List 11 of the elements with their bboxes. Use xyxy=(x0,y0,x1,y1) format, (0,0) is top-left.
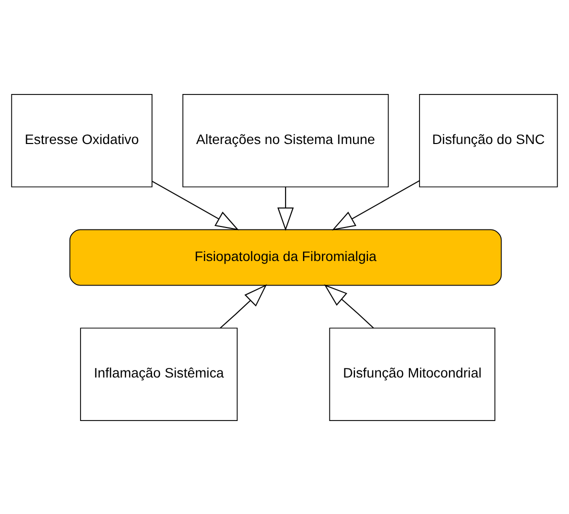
arrow xyxy=(332,180,420,230)
node-box: Alterações no Sistema Imune xyxy=(182,94,389,187)
node-box: Fisiopatologia da Fibromialgia xyxy=(69,228,502,286)
node-box: Disfunção Mitocondrial xyxy=(329,327,496,420)
node-box: Inflamação Sistêmica xyxy=(80,327,238,420)
arrow xyxy=(324,284,374,328)
node-box: Estresse Oxidativo xyxy=(11,94,152,187)
arrow xyxy=(152,180,239,230)
arrow xyxy=(277,186,294,230)
node-box: Disfunção do SNC xyxy=(419,94,558,187)
arrow xyxy=(220,284,267,328)
